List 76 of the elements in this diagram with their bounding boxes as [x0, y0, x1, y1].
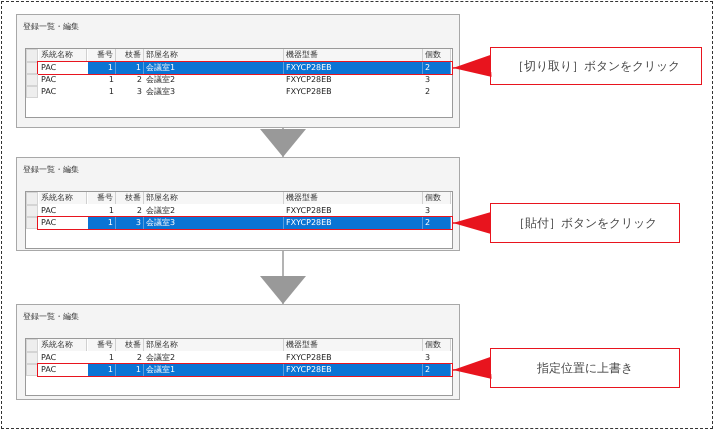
table-cell-text: 会議室2: [145, 74, 176, 86]
table-cell-text: 1: [108, 352, 115, 364]
table-cell-text: FXYCP28EB: [285, 352, 333, 364]
table-cell: 会議室1: [144, 364, 284, 376]
table-cell-text: 3: [424, 74, 432, 86]
down-arrow: [260, 128, 306, 157]
column-header: 系統名称: [39, 339, 87, 351]
table-cell-text: 3: [424, 205, 432, 217]
table-cell-text: 会議室2: [145, 352, 176, 364]
column-header: 機器型番: [284, 49, 423, 61]
column-header: 部屋名称: [144, 339, 284, 351]
table-cell-text: 2: [136, 205, 143, 217]
table-cell-text: 2: [424, 86, 432, 98]
table-cell: 会議室3: [144, 217, 284, 229]
table-cell: FXYCP28EB: [284, 217, 423, 229]
table-cell-text: 1: [108, 86, 115, 98]
column-header: 部屋名称: [144, 49, 284, 61]
table-cell: 2: [423, 62, 451, 74]
table-cell-text: PAC: [40, 74, 58, 86]
column-header: 個数: [423, 339, 451, 351]
table-cell-text: 1: [108, 205, 115, 217]
table-cell: 1: [88, 217, 116, 229]
table-cell-text: FXYCP28EB: [285, 86, 333, 98]
table-cell-text: PAC: [40, 62, 58, 74]
callout-box: ［貼付］ボタンをクリック: [490, 203, 680, 243]
table-cell-text: 2: [136, 352, 143, 364]
table-cell: 1: [116, 62, 144, 74]
window-panel: [16, 157, 460, 251]
column-header: 枝番: [116, 49, 144, 61]
callout-pointer: [453, 212, 491, 234]
table-cell: 1: [88, 62, 116, 74]
column-header: 個数: [423, 192, 451, 204]
column-header: 番号: [88, 339, 116, 351]
window-title: 登録一覧・編集: [23, 164, 79, 175]
table-cell: 2: [423, 217, 451, 229]
table-cell: 2: [423, 364, 451, 376]
column-header: 枝番: [116, 339, 144, 351]
column-header: 部屋名称: [144, 192, 284, 204]
table-cell-text: 3: [424, 352, 432, 364]
column-header: 番号: [88, 192, 116, 204]
column-header: 番号: [88, 49, 116, 61]
table-cell-text: PAC: [40, 352, 58, 364]
selected-row: [37, 363, 453, 377]
table-cell: FXYCP28EB: [284, 364, 423, 376]
window-panel: [16, 304, 460, 400]
table-cell-text: 1: [108, 74, 115, 86]
column-header: 枝番: [116, 192, 144, 204]
table-cell-text: PAC: [40, 217, 58, 229]
callout-pointer: [452, 54, 492, 77]
column-header: 機器型番: [284, 339, 423, 351]
table-cell-text: FXYCP28EB: [285, 205, 333, 217]
table-cell: 1: [116, 364, 144, 376]
window-panel: [16, 14, 460, 128]
column-header: 個数: [423, 49, 451, 61]
table-cell: 3: [116, 217, 144, 229]
column-header: 系統名称: [39, 49, 87, 61]
table-cell: 会議室1: [144, 62, 284, 74]
down-arrow: [260, 251, 306, 304]
table-cell: 1: [88, 364, 116, 376]
table-cell-text: PAC: [40, 364, 58, 376]
table-cell-text: 会議室2: [145, 205, 176, 217]
column-header: 機器型番: [284, 192, 423, 204]
table-cell: FXYCP28EB: [284, 62, 423, 74]
table-cell-text: FXYCP28EB: [285, 74, 333, 86]
column-header: 系統名称: [39, 192, 87, 204]
callout-box: 指定位置に上書き: [490, 348, 680, 388]
selected-row: [37, 216, 453, 230]
table-cell-text: 2: [136, 74, 143, 86]
table-cell-text: PAC: [40, 205, 58, 217]
window-title: 登録一覧・編集: [23, 21, 79, 32]
callout-pointer: [452, 356, 492, 379]
table-cell-text: 会議室3: [145, 86, 176, 98]
table-cell-text: 3: [136, 86, 143, 98]
table-cell-text: PAC: [40, 86, 58, 98]
callout-box: ［切り取り］ボタンをクリック: [490, 47, 702, 85]
window-title: 登録一覧・編集: [23, 311, 79, 322]
